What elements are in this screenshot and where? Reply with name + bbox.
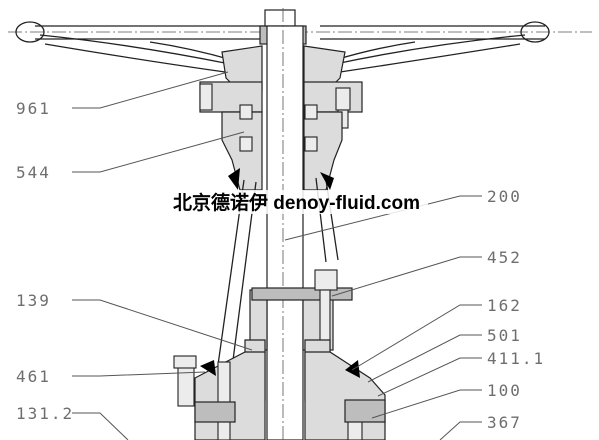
label-501: 501 bbox=[487, 326, 522, 345]
label-411-1: 411.1 bbox=[487, 349, 545, 368]
bonnet-body bbox=[173, 351, 386, 440]
bearing-housing bbox=[221, 104, 343, 191]
label-544: 544 bbox=[16, 163, 51, 182]
label-200: 200 bbox=[487, 187, 522, 206]
label-367: 367 bbox=[487, 413, 522, 432]
leader-lines bbox=[72, 71, 482, 440]
label-139: 139 bbox=[16, 291, 51, 310]
label-452: 452 bbox=[487, 248, 522, 267]
label-961: 961 bbox=[16, 99, 51, 118]
label-162: 162 bbox=[487, 296, 522, 315]
handwheel-rim-left bbox=[15, 21, 45, 43]
handwheel-rim-right bbox=[520, 21, 550, 43]
part-labels: 961 544 139 461 131.2 200 452 162 501 41… bbox=[16, 99, 545, 432]
watermark: 北京德诺伊 denoy-fluid.com bbox=[173, 191, 420, 214]
label-100: 100 bbox=[487, 381, 522, 400]
label-461: 461 bbox=[16, 367, 51, 386]
stem bbox=[264, 8, 304, 440]
label-131-2: 131.2 bbox=[16, 404, 74, 423]
